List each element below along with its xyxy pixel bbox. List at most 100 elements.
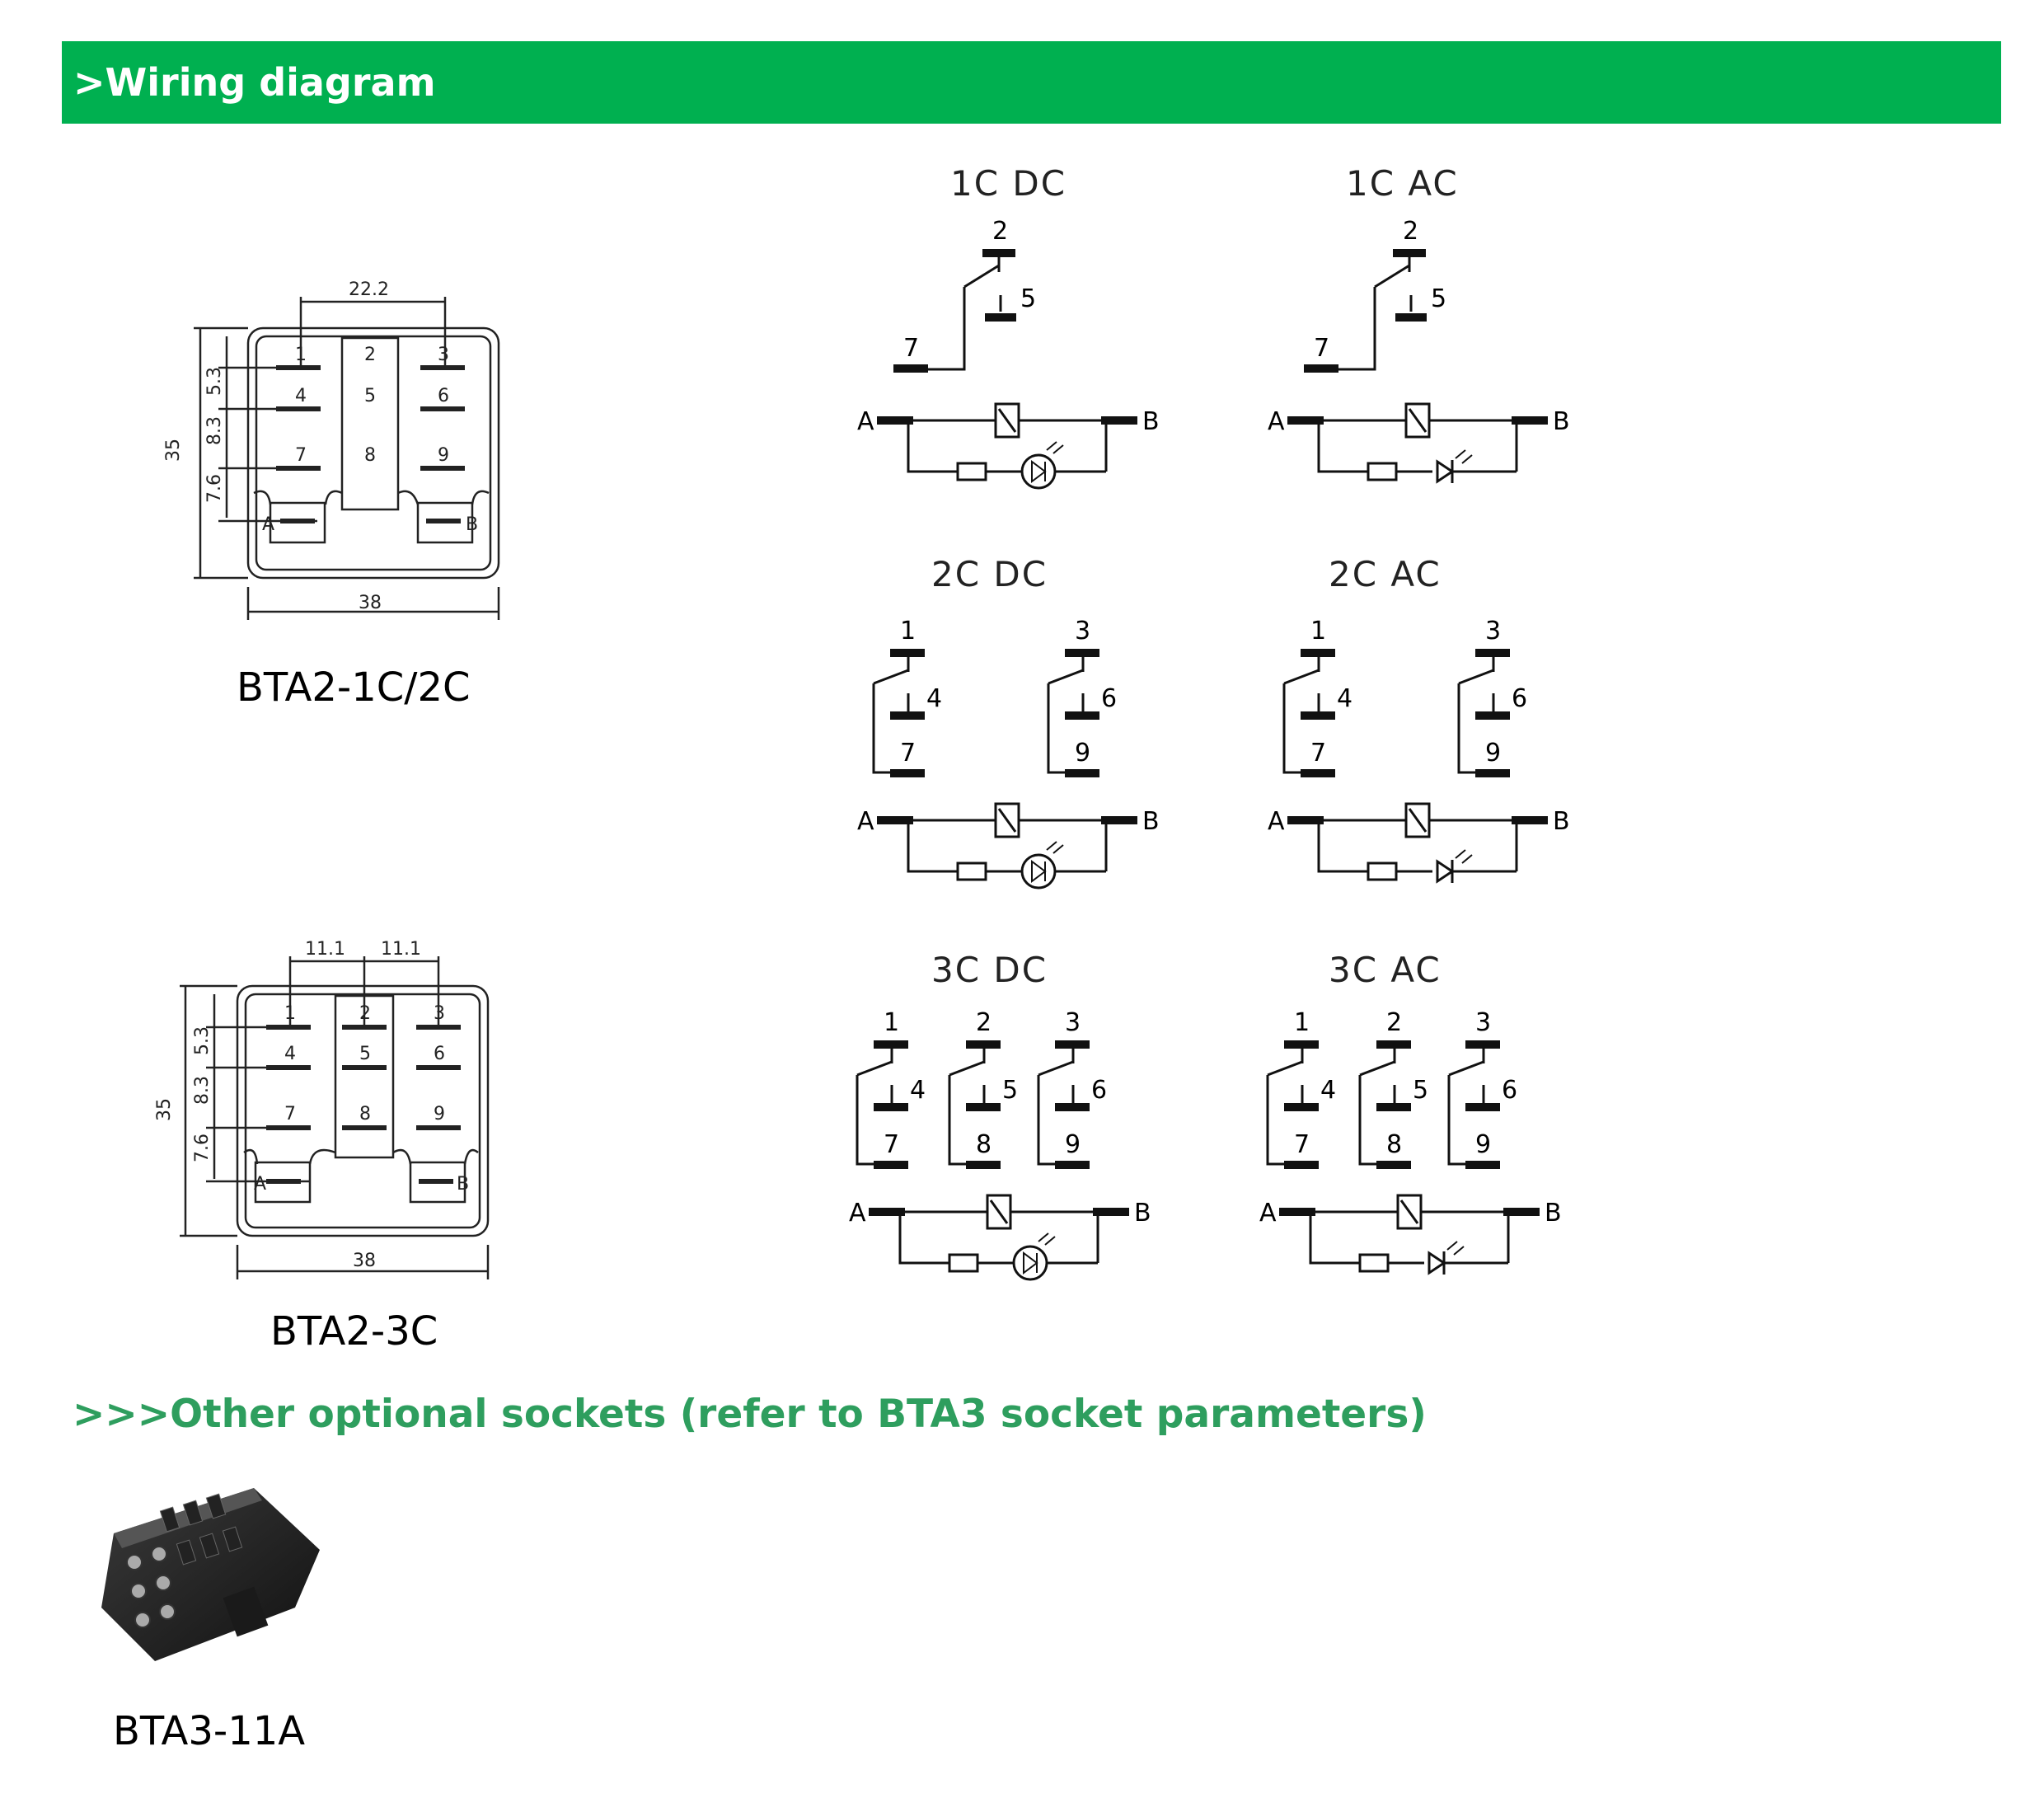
- terminal-no: [1284, 1103, 1319, 1111]
- pin-label: 7: [284, 1104, 296, 1124]
- terminal-no: [1395, 313, 1427, 322]
- led-light-ray: [1446, 1241, 1458, 1251]
- led-light-ray: [1461, 454, 1473, 464]
- terminal-com: [1475, 649, 1510, 657]
- diagram-title: 2C AC: [1329, 554, 1442, 594]
- pin-label: 7: [295, 445, 307, 466]
- pin-label: 6: [1101, 684, 1117, 713]
- wire: [872, 683, 890, 774]
- pin-label: 5: [1431, 284, 1446, 313]
- pin-label: 2: [364, 345, 376, 365]
- dim-gap3: 7.6: [204, 474, 225, 503]
- dim-height: 35: [163, 439, 184, 462]
- dim-gap1: 5.3: [192, 1026, 213, 1055]
- coil-symbol: [997, 408, 1017, 433]
- pin-label: 6: [438, 386, 449, 406]
- pin-label: 7: [1314, 334, 1329, 363]
- model-label: BTA2-3C: [270, 1308, 438, 1354]
- pin-label: A: [262, 514, 274, 535]
- pin-label: A: [1268, 407, 1285, 436]
- led-indicator: [1031, 460, 1047, 483]
- pin-label: 8: [1386, 1130, 1402, 1159]
- coil-symbol: [997, 808, 1017, 833]
- terminal-no: [1055, 1103, 1090, 1111]
- switch-blade: [1374, 264, 1410, 289]
- terminal-com: [982, 249, 1015, 257]
- pin-label: 4: [910, 1076, 926, 1105]
- pin-label: 6: [1512, 684, 1527, 713]
- terminal-nc: [1301, 769, 1335, 777]
- terminal-nc: [890, 769, 925, 777]
- switch-blade: [1283, 669, 1320, 685]
- led-indicator: [1012, 1245, 1048, 1281]
- coil-symbol: [1399, 1199, 1419, 1224]
- wire: [1282, 683, 1301, 774]
- terminal-coil: [1503, 1208, 1540, 1216]
- pin-label: 7: [1294, 1130, 1310, 1159]
- led-indicator: [1436, 859, 1455, 884]
- led-indicator: [1023, 1251, 1038, 1275]
- pin-label: 1: [884, 1008, 899, 1037]
- pin-label: 1: [1294, 1008, 1310, 1037]
- led-light-ray: [1052, 444, 1064, 454]
- pin-label: 9: [1485, 739, 1501, 768]
- pin-label: A: [1259, 1199, 1277, 1228]
- dim-top-spacing-a: 11.1: [305, 939, 345, 960]
- pin-label: 2: [359, 1003, 371, 1024]
- pin-label: 9: [1475, 1130, 1491, 1159]
- diagram-title: 3C DC: [931, 950, 1048, 990]
- terminal-coil: [1512, 816, 1548, 824]
- pin-label: A: [849, 1199, 866, 1228]
- terminal-coil: [1101, 816, 1137, 824]
- pin-label: 1: [1310, 617, 1326, 645]
- coil-symbol: [989, 1199, 1009, 1224]
- pin-label: 3: [438, 345, 449, 365]
- pin-label: 7: [884, 1130, 899, 1159]
- pin-label: 5: [359, 1044, 371, 1064]
- pin-label: 2: [1386, 1008, 1402, 1037]
- pin-label: 8: [976, 1130, 992, 1159]
- terminal-com: [874, 1040, 908, 1049]
- section-title: >Wiring diagram: [73, 60, 436, 105]
- terminal-no: [874, 1103, 908, 1111]
- led-light-ray: [1044, 1236, 1056, 1246]
- terminal-com: [1465, 1040, 1500, 1049]
- led-light-ray: [1046, 441, 1057, 451]
- pin-label: A: [857, 407, 874, 436]
- coil-symbol: [1404, 402, 1431, 439]
- wire: [907, 820, 958, 873]
- pin-label: A: [857, 807, 874, 836]
- wire: [1358, 1075, 1376, 1166]
- pin-label: 2: [976, 1008, 992, 1037]
- model-label: BTA2-1C/2C: [237, 664, 471, 711]
- terminal-nc: [1475, 769, 1510, 777]
- pin-label: 3: [1075, 617, 1090, 645]
- pin-label: 4: [284, 1044, 296, 1064]
- pin-label: A: [254, 1174, 266, 1195]
- wire: [1317, 820, 1368, 873]
- terminal-coil: [1287, 416, 1324, 425]
- other-sockets-heading: >>>Other optional sockets (refer to BTA3…: [73, 1392, 1427, 1437]
- pin-label: 8: [359, 1104, 371, 1124]
- terminal-nc: [1055, 1161, 1090, 1169]
- pin-label: 3: [1065, 1008, 1081, 1037]
- pin-label: 5: [1020, 284, 1036, 313]
- dim-top-spacing: 22.2: [349, 279, 389, 300]
- socket-model-label: BTA3-11A: [113, 1708, 306, 1754]
- switch-blade: [873, 669, 909, 685]
- led-light-ray: [1038, 1232, 1049, 1242]
- led-light-ray: [1461, 854, 1473, 864]
- resistor-symbol: [956, 861, 987, 881]
- switch-blade: [1448, 1060, 1484, 1077]
- pin-label: B: [1553, 807, 1570, 836]
- pin-label: B: [1553, 407, 1570, 436]
- terminal-nc: [1284, 1161, 1319, 1169]
- pin-label: 9: [1065, 1130, 1081, 1159]
- wire: [1037, 1075, 1055, 1166]
- pin-label: 3: [1475, 1008, 1491, 1037]
- pin-label: 9: [434, 1104, 445, 1124]
- diagram-title: 2C DC: [931, 554, 1048, 594]
- resistor-symbol: [1367, 462, 1398, 481]
